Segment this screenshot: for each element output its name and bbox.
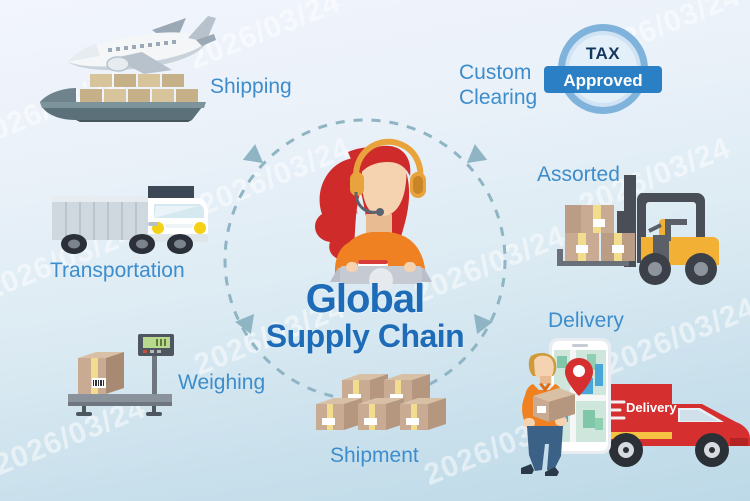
node-label-shipment: Shipment xyxy=(330,444,419,467)
node-label-weighing: Weighing xyxy=(178,371,266,394)
airplane-icon xyxy=(68,16,216,74)
flow-arrow-top-right xyxy=(466,144,488,164)
tax-approved-badge-icon: TAX Approved xyxy=(544,22,662,116)
node-label-shipping: Shipping xyxy=(210,75,292,98)
forklift-icon xyxy=(557,175,719,285)
watermark: 2026/03/24 xyxy=(599,291,750,382)
delivery-truck-side-text: Delivery xyxy=(626,400,677,415)
flow-arrow-bottom-left xyxy=(235,313,255,335)
delivery-truck-icon xyxy=(590,384,750,467)
courier-parcel-icon xyxy=(533,388,575,422)
flow-arrow-top-left xyxy=(242,144,264,164)
tax-badge-banner xyxy=(544,66,662,93)
weighing-scale-icon xyxy=(68,334,174,416)
box-truck-icon xyxy=(52,186,208,254)
tax-badge-top-text: TAX xyxy=(585,44,621,63)
node-label-custom-clearing: Custom Clearing xyxy=(459,61,538,109)
tax-badge-banner-text: Approved xyxy=(563,71,643,90)
cardboard-boxes-icon xyxy=(316,374,446,430)
support-agent-illustration xyxy=(315,138,432,292)
flow-arrow-bottom-right xyxy=(473,313,493,335)
node-label-transportation: Transportation xyxy=(50,259,185,282)
node-label-delivery: Delivery xyxy=(548,309,624,332)
cargo-ship-icon xyxy=(40,74,206,122)
page-title-line2: Supply Chain xyxy=(265,318,465,354)
node-label-assorted: Assorted xyxy=(537,163,620,186)
page-title-line1: Global xyxy=(305,277,425,321)
